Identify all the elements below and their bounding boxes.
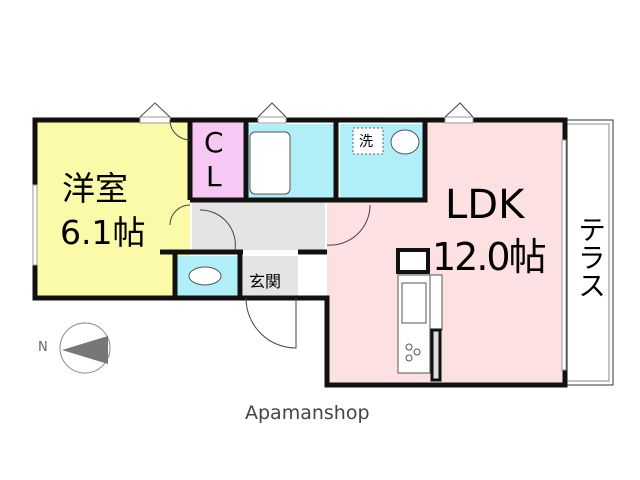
western-room-size: 6.1帖 bbox=[60, 213, 146, 252]
brand-logo-text: Apamanshop bbox=[245, 402, 370, 424]
compass bbox=[59, 322, 111, 374]
washer-space bbox=[352, 127, 384, 155]
closet-label-l: L bbox=[206, 160, 222, 193]
ldk-name: LDK bbox=[445, 182, 525, 228]
entrance-label: 玄関 bbox=[249, 272, 282, 291]
entrance bbox=[243, 256, 298, 298]
hallway bbox=[192, 202, 325, 250]
fridge-space bbox=[396, 248, 430, 274]
door-swings bbox=[139, 102, 474, 349]
closet-label-c: C bbox=[204, 126, 224, 159]
ldk-room bbox=[327, 120, 563, 385]
closet bbox=[192, 122, 244, 198]
ldk-size: 12.0帖 bbox=[432, 235, 547, 279]
toilet bbox=[188, 266, 222, 286]
terrace-label: テラス bbox=[574, 215, 607, 299]
compass-north-label: N bbox=[38, 340, 48, 355]
walls bbox=[32, 117, 568, 388]
western-room-name: 洋室 bbox=[62, 169, 128, 208]
western-room bbox=[36, 122, 190, 297]
terrace-area bbox=[562, 119, 614, 386]
bathtub bbox=[249, 131, 291, 195]
sink bbox=[390, 129, 420, 155]
washer-label: 洗 bbox=[359, 134, 373, 150]
compass-arrow-icon bbox=[62, 336, 108, 364]
